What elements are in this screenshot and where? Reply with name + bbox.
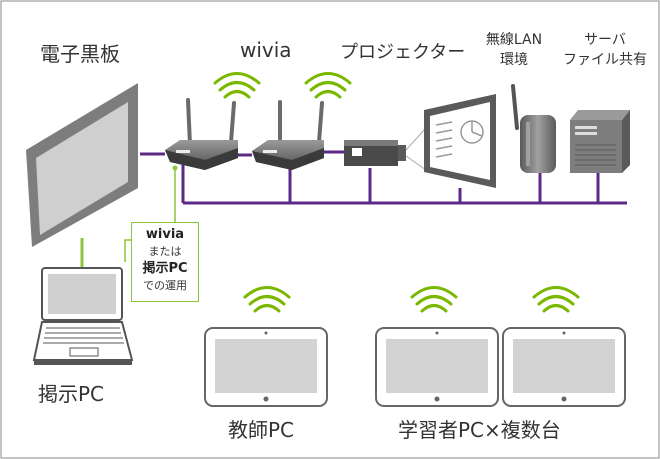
projector-icon: [344, 127, 427, 171]
callout-operation: での運用: [143, 279, 187, 292]
wifi-icon: [532, 286, 580, 313]
callout-or: または: [148, 245, 182, 258]
screen-icon: [424, 94, 496, 188]
callout-wivia: wivia: [145, 227, 185, 242]
label-projector: プロジェクター: [340, 42, 466, 63]
tablet-icon: [502, 327, 626, 407]
wifi-icon: [213, 72, 261, 99]
wlan-ap-icon: [511, 84, 556, 173]
laptop-icon: [32, 267, 134, 365]
whiteboard-icon: [26, 83, 138, 247]
label-teacher-pc: 教師PC: [228, 418, 295, 442]
wifi-icon: [304, 72, 352, 99]
tablet-icon: [204, 327, 328, 407]
label-student-pc: 学習者PC×複数台: [398, 418, 561, 442]
label-presenter-pc: 掲示PC: [38, 382, 105, 406]
label-server: サーバファイル共有: [563, 32, 647, 68]
tablet-icon: [375, 327, 499, 407]
server-icon: [570, 110, 630, 173]
callout-box: wivia または 掲示PC での運用: [131, 222, 199, 302]
label-whiteboard: 電子黒板: [40, 42, 120, 66]
callout-presenter-pc: 掲示PC: [142, 261, 188, 276]
network-lines: [140, 150, 627, 205]
wifi-icon: [410, 286, 458, 313]
label-wivia: wivia: [240, 38, 292, 62]
router-icon: [252, 100, 324, 170]
wifi-icon: [243, 286, 291, 313]
router-icon: [165, 98, 238, 170]
